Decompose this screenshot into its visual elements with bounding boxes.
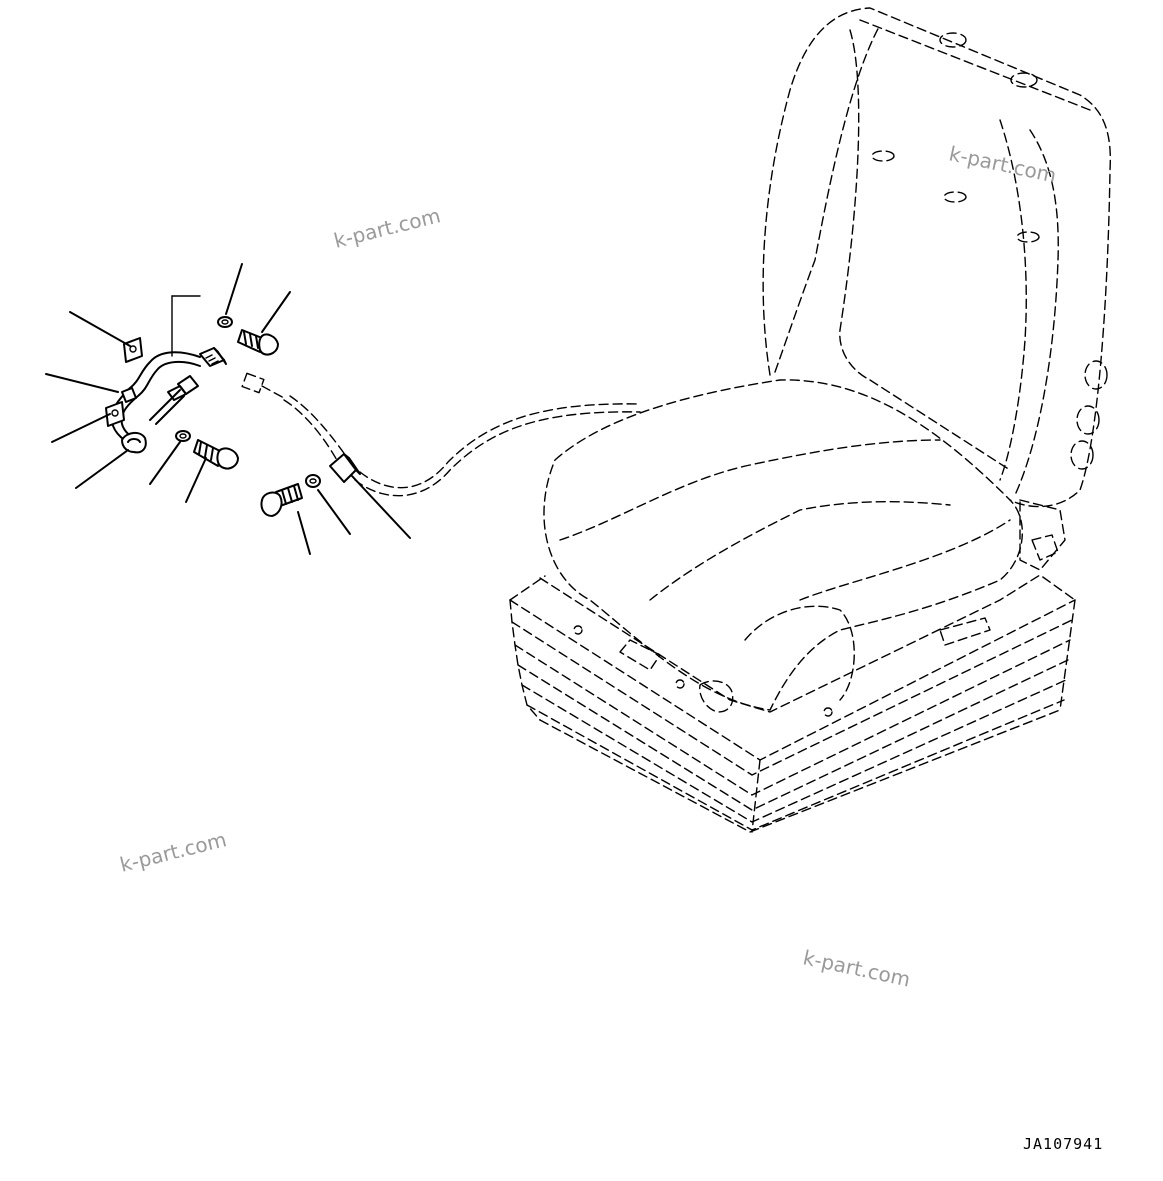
watermark-3: k-part.com	[117, 827, 228, 877]
connector-lower	[167, 375, 199, 401]
washer-upper	[217, 316, 233, 328]
watermark-4: k-part.com	[801, 945, 913, 991]
watermark-2: k-part.com	[947, 141, 1059, 187]
wiring-harness	[105, 295, 201, 454]
cable-clamp	[329, 453, 361, 483]
operator-seat	[509, 7, 1112, 833]
bolt-lower	[193, 439, 239, 470]
washer-lower	[175, 430, 191, 442]
watermarks: k-part.com k-part.com k-part.com k-part.…	[117, 141, 1058, 991]
connector-upper	[199, 347, 227, 367]
seat-harness-cable	[241, 372, 641, 497]
leader-lines	[45, 263, 411, 555]
bolt-upper	[237, 329, 279, 356]
watermark-1: k-part.com	[331, 203, 442, 253]
drawing-number: JA107941	[1023, 1135, 1103, 1153]
bolt-center	[260, 483, 303, 517]
washer-center	[305, 474, 321, 488]
